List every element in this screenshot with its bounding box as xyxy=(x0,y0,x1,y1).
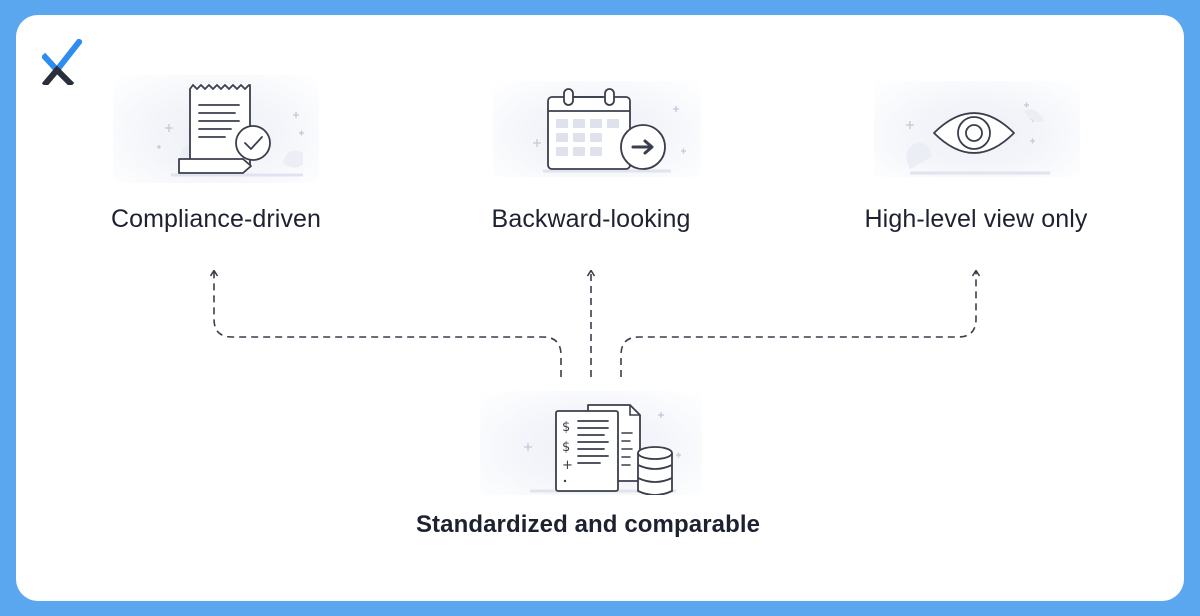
label-standardized: Standardized and comparable xyxy=(415,511,761,538)
edge-to-highlevel xyxy=(620,271,976,377)
tile-standardized: $ $ + xyxy=(480,391,702,495)
calendar-arrow-icon xyxy=(533,88,686,173)
receipt-check-icon xyxy=(157,84,304,177)
tile-highlevel xyxy=(874,81,1080,177)
diagram-card: Compliance-driven Backward-lookin xyxy=(16,15,1184,601)
tile-compliance xyxy=(113,75,319,183)
svg-text:$: $ xyxy=(562,420,570,435)
tile-backward xyxy=(493,81,701,177)
label-highlevel: High-level view only xyxy=(864,205,1088,233)
svg-text:$: $ xyxy=(562,440,570,455)
label-compliance: Compliance-driven xyxy=(110,205,322,233)
edge-to-compliance xyxy=(214,271,562,377)
brand-x-logo-icon xyxy=(42,39,82,85)
svg-text:+: + xyxy=(562,458,573,473)
eye-icon xyxy=(906,102,1050,175)
financial-documents-database-icon: $ $ + xyxy=(524,404,681,495)
label-backward: Backward-looking xyxy=(491,205,691,233)
